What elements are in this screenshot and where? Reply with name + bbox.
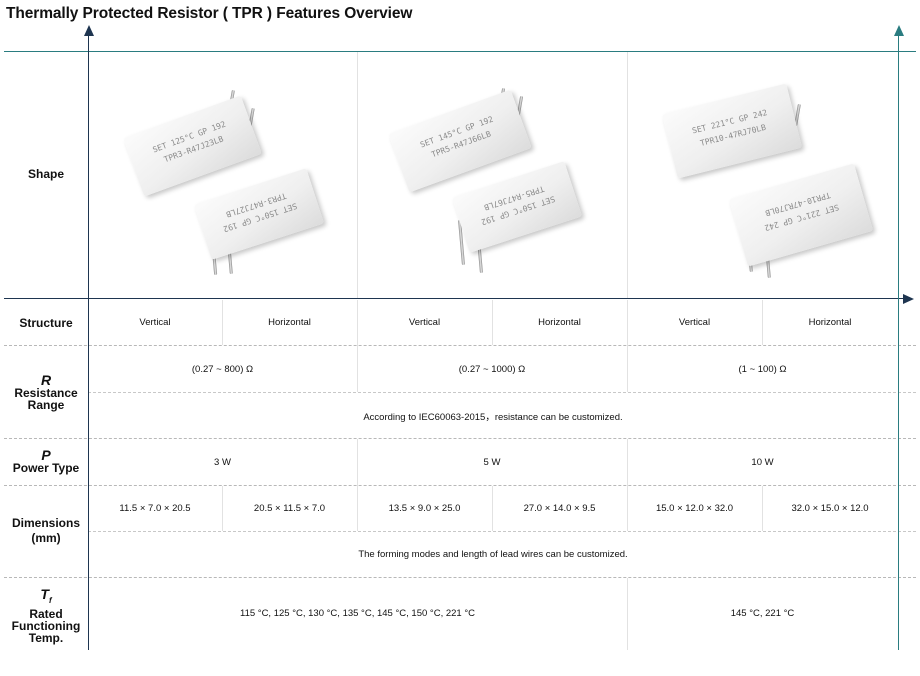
dimensions-note: The forming modes and length of lead wir… — [358, 549, 628, 560]
header-rule — [4, 51, 916, 52]
row-divider — [4, 345, 916, 346]
structure-cell: Vertical — [408, 317, 441, 328]
temp-label-line1: Rated — [29, 606, 63, 621]
row-divider — [4, 577, 916, 578]
right-axis-line — [898, 34, 899, 650]
row-label-power: P Power Type — [4, 448, 88, 474]
dimensions-cell: 13.5 × 9.0 × 25.0 — [388, 503, 461, 514]
resistor-horizontal-body: TPR10-47RJ70LB SET 221°C GP 242 — [728, 163, 874, 267]
product-photo-3w: SET 125°C GP 192 TPR3-R47J23LB TPR3-R47J… — [100, 60, 350, 295]
dimensions-label-line2: (mm) — [31, 531, 61, 545]
column-divider — [357, 300, 358, 392]
column-divider — [357, 439, 358, 531]
column-subdivider — [222, 486, 223, 531]
temp-label-line2: Functioning — [11, 618, 81, 633]
x-axis-line — [4, 298, 904, 299]
row-label-shape: Shape — [27, 167, 64, 181]
temp-label-line3: Temp. — [28, 630, 64, 645]
structure-cell: Horizontal — [538, 317, 581, 328]
structure-cell: Horizontal — [808, 317, 852, 328]
page-title: Thermally Protected Resistor ( TPR ) Fea… — [6, 5, 413, 22]
dimensions-cell: 11.5 × 7.0 × 20.5 — [119, 503, 191, 514]
row-divider — [4, 438, 916, 439]
power-cell: 3 W — [214, 456, 231, 468]
dimensions-cell: 15.0 × 12.0 × 32.0 — [655, 503, 734, 514]
product-photo-5w: SET 145°C GP 192 TPR5-R47J66LB TPR5-R47J… — [370, 60, 620, 295]
row-label-structure: Structure — [19, 316, 73, 330]
resistance-note: According to IEC60063-2015，resistance ca… — [363, 411, 623, 423]
power-symbol: P — [41, 447, 51, 463]
temp-symbol: Tf — [40, 586, 52, 605]
column-subdivider — [492, 300, 493, 345]
resistor-vertical-body: SET 145°C GP 192 TPR5-R47J66LB — [388, 89, 532, 193]
resistance-label-line2: Range — [27, 398, 65, 412]
x-axis-arrow-icon — [903, 294, 914, 304]
temp-cell: 115 °C, 125 °C, 130 °C, 135 °C, 145 °C, … — [239, 607, 475, 619]
row-label-dimensions: Dimensions (mm) — [4, 516, 88, 546]
column-subdivider — [222, 300, 223, 345]
resistor-horizontal-body: TPR5-R47J67LB SET 150°C GP 192 — [451, 161, 583, 253]
resistance-label-line1: Resistance — [14, 386, 78, 400]
dimensions-cell: 32.0 × 15.0 × 12.0 — [791, 503, 869, 514]
power-cell: 10 W — [751, 456, 774, 468]
column-subdivider — [492, 486, 493, 531]
structure-cell: Horizontal — [268, 317, 311, 328]
power-label: Power Type — [12, 461, 80, 475]
column-divider — [627, 300, 628, 392]
resistance-cell: (1 ~ 100) Ω — [738, 363, 787, 375]
structure-cell: Vertical — [678, 317, 711, 328]
resistor-horizontal-body: TPR3-R47J27LB SET 150°C GP 192 — [193, 168, 325, 260]
resistance-cell: (0.27 ~ 1000) Ω — [458, 363, 526, 375]
resistor-vertical-body: SET 125°C GP 192 TPR3-R47J23LB — [123, 95, 262, 197]
resistance-symbol: R — [40, 372, 52, 388]
y-axis-line — [88, 34, 89, 650]
structure-cell: Vertical — [139, 317, 171, 328]
row-label-temp: Tf Rated Functioning Temp. — [4, 587, 88, 644]
right-axis-arrow-icon — [893, 25, 904, 36]
row-subdivider — [88, 531, 916, 532]
column-subdivider — [762, 300, 763, 345]
product-photo-10w: SET 221°C GP 242 TPR10-47RJ70LB TPR10-47… — [638, 60, 893, 295]
dimensions-cell: 20.5 × 11.5 × 7.0 — [253, 503, 326, 514]
column-divider — [357, 52, 358, 298]
resistor-vertical-body: SET 221°C GP 242 TPR10-47RJ70LB — [661, 83, 803, 179]
dimensions-cell: 27.0 × 14.0 × 9.5 — [523, 503, 596, 514]
power-cell: 5 W — [483, 456, 501, 468]
temp-cell: 145 °C, 221 °C — [730, 607, 795, 619]
row-label-resistance: R Resistance Range — [4, 373, 88, 411]
y-axis-arrow-icon — [83, 25, 94, 36]
resistance-cell: (0.27 ~ 800) Ω — [191, 363, 254, 375]
dimensions-label-line1: Dimensions — [11, 516, 80, 530]
column-divider — [627, 439, 628, 531]
row-divider — [4, 485, 916, 486]
column-divider — [627, 52, 628, 298]
column-subdivider — [762, 486, 763, 531]
row-subdivider — [88, 392, 916, 393]
column-divider — [627, 578, 628, 650]
